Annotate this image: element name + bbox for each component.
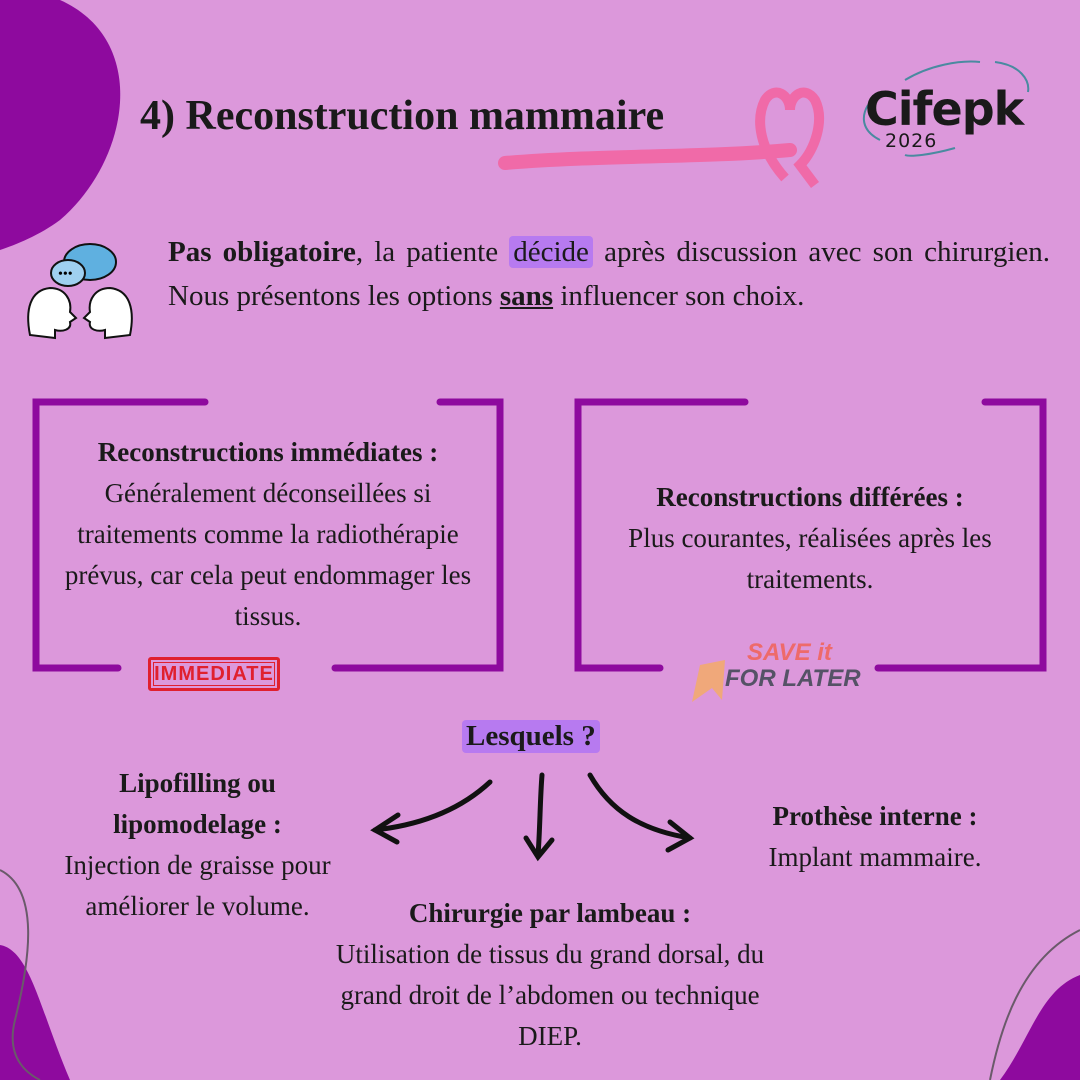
cifepk-arrows [862, 60, 1030, 157]
option-heading: Lipofilling ou lipomodelage : [113, 768, 282, 839]
option-heading: Prothèse interne : [772, 801, 978, 831]
box-body: Généralement déconseillées si traitement… [64, 478, 472, 631]
option-prothese: Prothèse interne : Implant mammaire. [710, 796, 1040, 878]
corner-blob-bottom-right [1000, 975, 1080, 1080]
bracket-box-left [32, 398, 504, 672]
curve-line-right [989, 929, 1080, 1080]
arrows [370, 772, 695, 862]
logo-year: 2026 [885, 130, 938, 152]
option-body: Injection de graisse pour améliorer le v… [64, 850, 331, 921]
intro-bold: Pas obligatoire [168, 236, 356, 268]
box-body: Plus courantes, réalisées après les trai… [628, 523, 992, 594]
sticker-line: SAVE it [747, 639, 832, 666]
question-heading: Lesquels ? [462, 720, 600, 753]
option-lipofilling: Lipofilling ou lipomodelage : Injection d… [45, 763, 350, 927]
intro-text: après discussion avec son chirurgien. No… [168, 236, 1050, 312]
highlight-decide: décide [509, 236, 593, 268]
option-lambeau: Chirurgie par lambeau : Utilisation de ti… [330, 893, 770, 1057]
sticker-line: FOR LATER [725, 665, 861, 692]
ribbon-heart-icon [755, 87, 824, 188]
box-heading: Reconstructions différées : [656, 482, 964, 512]
immediate-box: Reconstructions immédiates : Généralement… [45, 432, 491, 637]
ribbon-stroke [498, 143, 797, 170]
bookmark-icon [692, 660, 725, 702]
curve-line-left [0, 869, 41, 1080]
intro-text: , la patiente [355, 236, 510, 268]
corner-blob-top-left [0, 0, 121, 250]
cifepk-logo: Cifepk [865, 82, 1024, 136]
intro-text: influencer son choix. [553, 280, 805, 312]
svg-text:•••: ••• [58, 267, 73, 282]
option-body: Implant mammaire. [768, 842, 982, 872]
underlined-sans: sans [499, 280, 554, 312]
bracket-box-right [574, 398, 1047, 672]
option-heading: Chirurgie par lambeau : [408, 898, 692, 928]
intro-paragraph: Pas obligatoire, la patiente décide aprè… [168, 230, 1050, 318]
option-body: Utilisation de tissus du grand dorsal, d… [335, 939, 765, 1051]
immediate-stamp: IMMEDIATE [148, 657, 280, 691]
page-title: 4) Reconstruction mammaire [140, 93, 665, 139]
corner-blob-bottom-left [0, 945, 70, 1080]
box-heading: Reconstructions immédiates : [97, 437, 439, 467]
deferred-box: Reconstructions différées : Plus courante… [585, 477, 1035, 600]
people-talking-icon: ••• [27, 243, 133, 340]
